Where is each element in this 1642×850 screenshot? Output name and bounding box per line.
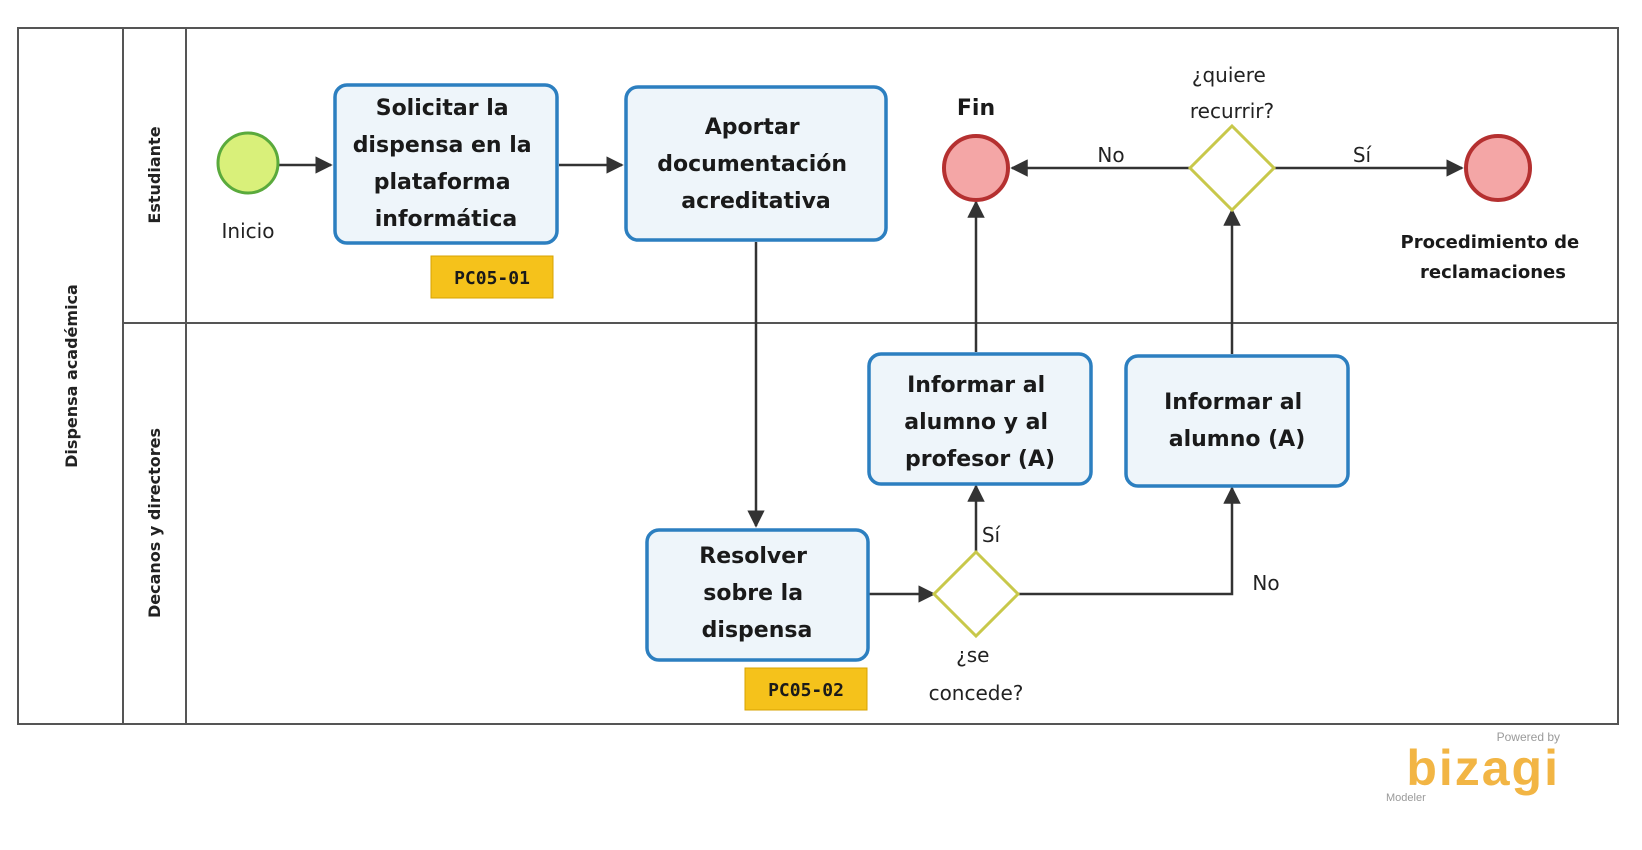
- task-solicitar-line: informática: [375, 207, 517, 232]
- task-solicitar-line: plataforma: [374, 170, 511, 195]
- task-solicitar-line: dispensa en la: [353, 133, 532, 158]
- end-event-fin[interactable]: Fin: [942, 96, 1010, 202]
- task-informar-alumno[interactable]: Informar al alumno (A): [1124, 354, 1350, 488]
- task-informar-alumno-line: alumno (A): [1169, 427, 1306, 452]
- bizagi-product-name: Modeler: [1386, 792, 1426, 804]
- task-informar-alumno-line: Informar al: [1164, 390, 1302, 415]
- lane-label-decanos: Decanos y directores: [145, 428, 164, 618]
- gateway-concede-line: concede?: [929, 681, 1024, 705]
- gateway-recurrir-line: ¿quiere: [1192, 63, 1266, 87]
- task-aportar-line: acreditativa: [681, 189, 831, 214]
- gateway-concede-line: ¿se: [956, 643, 989, 667]
- task-solicitar-line: Solicitar la: [376, 96, 509, 121]
- task-aportar-text: Aportar documentación acreditativa: [657, 115, 854, 214]
- start-event-label: Inicio: [222, 219, 275, 243]
- start-event[interactable]: Inicio: [216, 131, 280, 243]
- task-informar-ambos-line: profesor (A): [905, 447, 1055, 472]
- task-aportar-line: documentación: [657, 152, 847, 177]
- task-informar-alumno-box[interactable]: [1124, 354, 1350, 488]
- flow-label-recurrir-si: Sí: [1353, 143, 1373, 167]
- task-resolver-box[interactable]: [645, 528, 870, 662]
- pool-border: [17, 27, 1619, 725]
- task-resolver[interactable]: Resolver sobre la dispensa PC05-02: [645, 528, 870, 711]
- end-event-reclamaciones-circle[interactable]: [1464, 134, 1532, 202]
- task-informar-ambos-line: Informar al: [907, 373, 1045, 398]
- task-aportar-box[interactable]: [624, 85, 888, 242]
- task-informar-alumno-text: Informar al alumno (A): [1164, 390, 1310, 452]
- task-aportar-line: Aportar: [705, 115, 800, 140]
- flow-label-concede-si: Sí: [982, 523, 1002, 547]
- gateway-recurrir-question: ¿quiere recurrir?: [1190, 63, 1274, 123]
- ref-badge-pc05-02: [744, 667, 868, 711]
- task-informar-ambos-line: alumno y al: [904, 410, 1048, 435]
- end-event-reclamaciones-label: Procedimiento de reclamaciones: [1401, 232, 1586, 283]
- task-informar-ambos-box[interactable]: [867, 352, 1093, 486]
- gateway-concede-diamond[interactable]: [931, 549, 1021, 639]
- sequence-flows: [279, 156, 1464, 603]
- end-event-reclamaciones-line: Procedimiento de: [1401, 232, 1580, 253]
- lane-label-estudiante: Estudiante: [145, 126, 164, 223]
- flow-concede-no: [1018, 486, 1241, 596]
- ref-badge-pc05-01-text: PC05-01: [454, 268, 530, 289]
- pool-label: Dispensa académica: [62, 284, 81, 468]
- task-informar-ambos-text: Informar al alumno y al profesor (A): [904, 373, 1055, 472]
- start-event-circle[interactable]: [216, 131, 280, 195]
- task-resolver-text: Resolver sobre la dispensa: [699, 544, 814, 643]
- task-resolver-line: Resolver: [699, 544, 807, 569]
- gateway-recurrir[interactable]: ¿quiere recurrir? No Sí: [1097, 63, 1373, 213]
- task-solicitar-text: Solicitar la dispensa en la plataforma i…: [353, 96, 540, 232]
- powered-by-text: Powered by: [1496, 730, 1560, 744]
- task-resolver-line: sobre la: [703, 581, 803, 606]
- flow-label-recurrir-no: No: [1097, 143, 1124, 167]
- bizagi-logo: bizagi: [1406, 740, 1560, 796]
- gateway-recurrir-line: recurrir?: [1190, 99, 1274, 123]
- task-solicitar[interactable]: Solicitar la dispensa en la plataforma i…: [333, 83, 559, 299]
- end-event-fin-circle[interactable]: [942, 134, 1010, 202]
- bizagi-watermark: Powered by bizagi Modeler: [1380, 730, 1560, 840]
- pool: Dispensa académica Estudiante Decanos y …: [17, 27, 1619, 725]
- ref-badge-pc05-02-text: PC05-02: [768, 680, 844, 701]
- end-event-fin-label: Fin: [957, 96, 995, 121]
- task-solicitar-box[interactable]: [333, 83, 559, 245]
- task-aportar[interactable]: Aportar documentación acreditativa: [624, 85, 888, 242]
- end-event-reclamaciones[interactable]: Procedimiento de reclamaciones: [1401, 134, 1586, 283]
- task-informar-ambos[interactable]: Informar al alumno y al profesor (A): [867, 352, 1093, 486]
- gateway-concede[interactable]: Sí No ¿se concede?: [929, 523, 1280, 705]
- end-event-reclamaciones-line: reclamaciones: [1420, 262, 1566, 283]
- task-resolver-line: dispensa: [702, 618, 813, 643]
- ref-badge-pc05-01: [430, 255, 554, 299]
- flow-label-concede-no: No: [1252, 571, 1279, 595]
- gateway-concede-question: ¿se concede?: [929, 643, 1024, 705]
- gateway-recurrir-diamond[interactable]: [1187, 123, 1277, 213]
